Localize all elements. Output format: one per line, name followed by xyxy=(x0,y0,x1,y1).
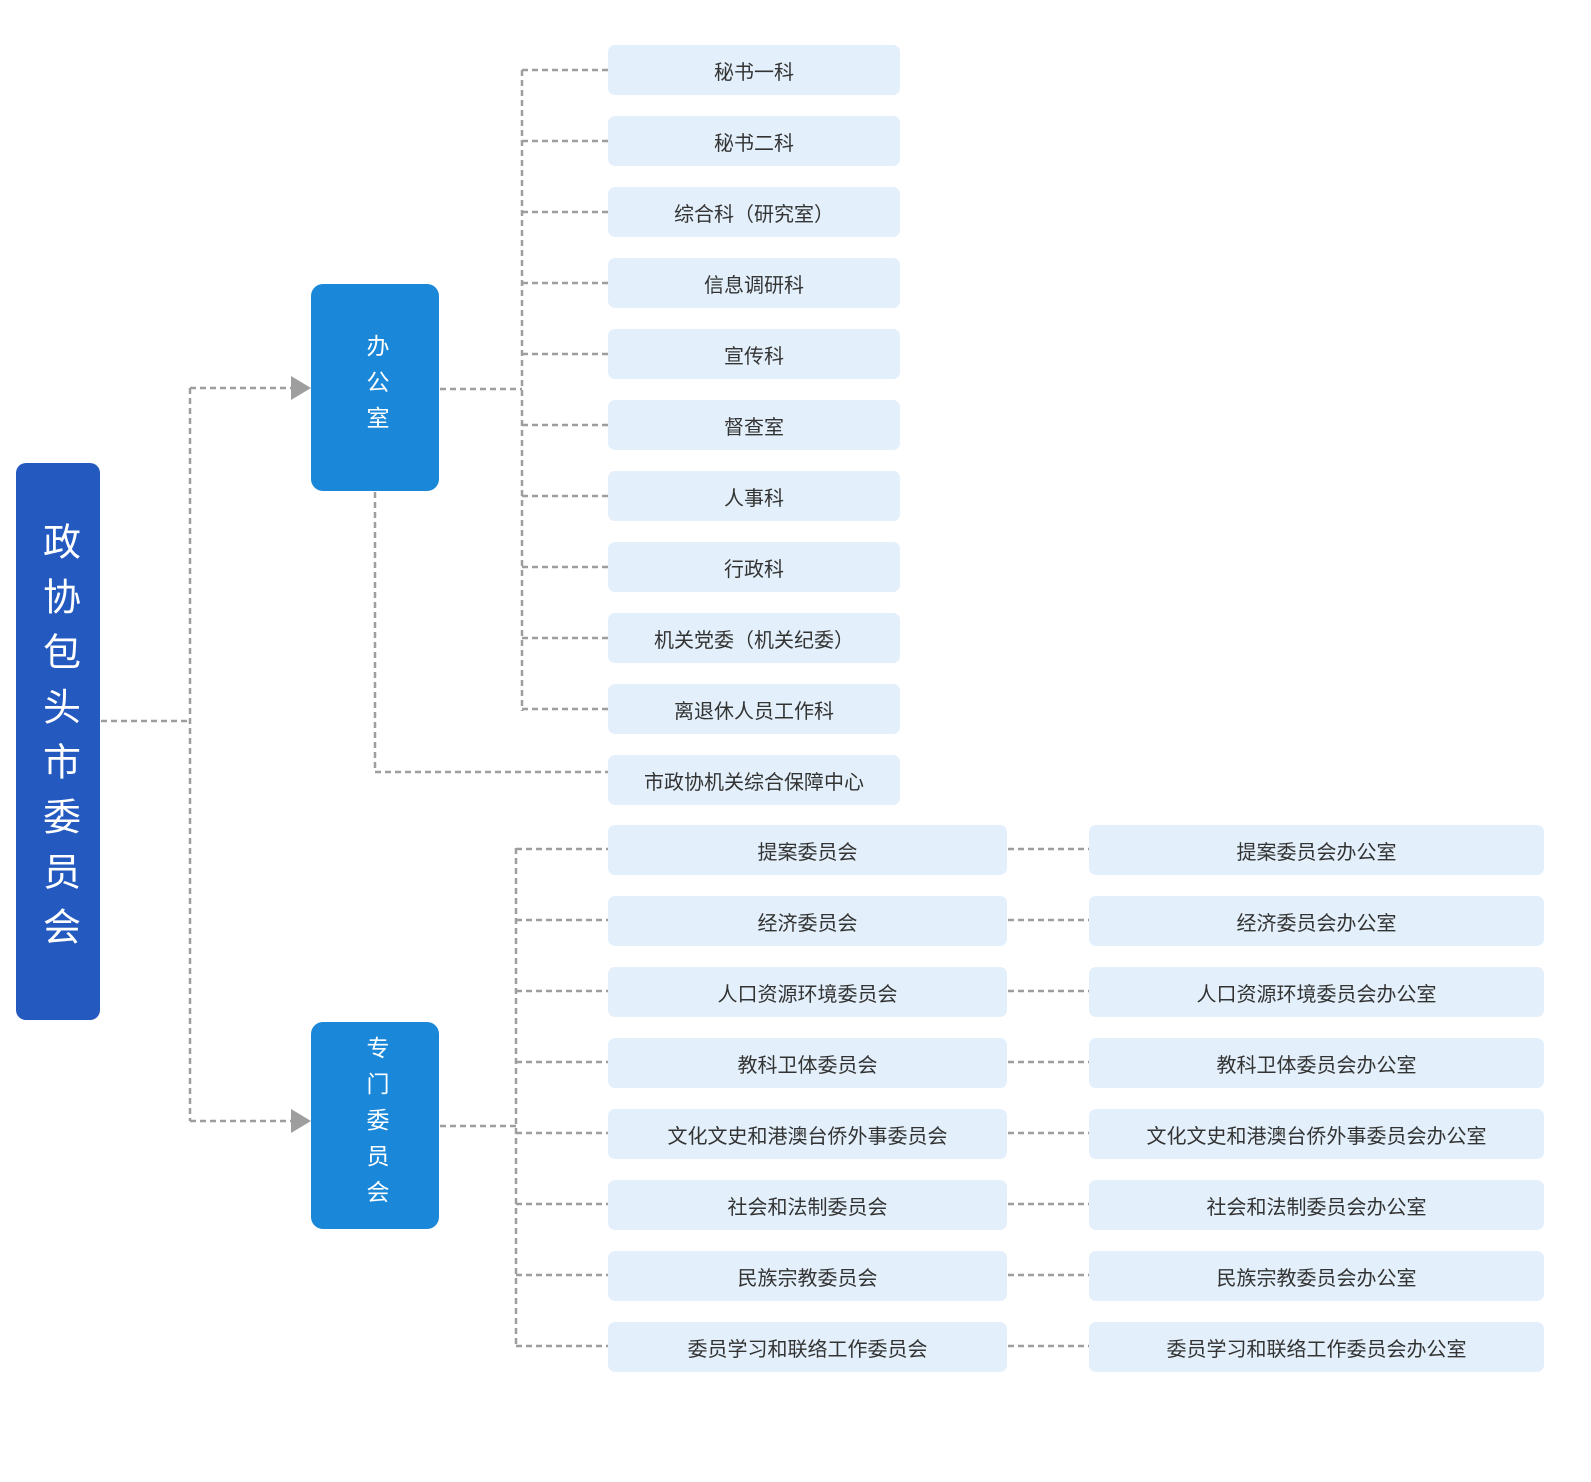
office-section-node[interactable]: 综合科（研究室） xyxy=(608,187,900,237)
committee-node[interactable]: 提案委员会 xyxy=(608,825,1007,875)
committee-node[interactable]: 委员学习和联络工作委员会 xyxy=(608,1322,1007,1372)
office-section-node[interactable]: 人事科 xyxy=(608,471,900,521)
committee-node[interactable]: 人口资源环境委员会 xyxy=(608,967,1007,1017)
office-section-node[interactable]: 督查室 xyxy=(608,400,900,450)
office-section-node[interactable]: 离退休人员工作科 xyxy=(608,684,900,734)
branch-node-committees[interactable]: 专门委员会 xyxy=(311,1022,439,1229)
committee-office-node[interactable]: 委员学习和联络工作委员会办公室 xyxy=(1089,1322,1544,1372)
office-section-node[interactable]: 宣传科 xyxy=(608,329,900,379)
committee-node[interactable]: 文化文史和港澳台侨外事委员会 xyxy=(608,1109,1007,1159)
committee-office-node[interactable]: 社会和法制委员会办公室 xyxy=(1089,1180,1544,1230)
branch-node-office[interactable]: 办公室 xyxy=(311,284,439,491)
arrow-right-icon xyxy=(291,376,311,400)
committee-node[interactable]: 教科卫体委员会 xyxy=(608,1038,1007,1088)
office-section-node[interactable]: 行政科 xyxy=(608,542,900,592)
office-section-node[interactable]: 信息调研科 xyxy=(608,258,900,308)
office-section-node[interactable]: 秘书二科 xyxy=(608,116,900,166)
committee-office-node[interactable]: 经济委员会办公室 xyxy=(1089,896,1544,946)
committee-node[interactable]: 民族宗教委员会 xyxy=(608,1251,1007,1301)
office-section-node[interactable]: 机关党委（机关纪委） xyxy=(608,613,900,663)
arrow-right-icon xyxy=(291,1109,311,1133)
affiliate-center-node[interactable]: 市政协机关综合保障中心 xyxy=(608,755,900,805)
office-section-node[interactable]: 秘书一科 xyxy=(608,45,900,95)
committee-node[interactable]: 社会和法制委员会 xyxy=(608,1180,1007,1230)
committee-office-node[interactable]: 提案委员会办公室 xyxy=(1089,825,1544,875)
root-node[interactable]: 政协包头市委员会 xyxy=(16,463,100,1020)
committee-office-node[interactable]: 教科卫体委员会办公室 xyxy=(1089,1038,1544,1088)
committee-office-node[interactable]: 民族宗教委员会办公室 xyxy=(1089,1251,1544,1301)
committee-office-node[interactable]: 文化文史和港澳台侨外事委员会办公室 xyxy=(1089,1109,1544,1159)
committee-node[interactable]: 经济委员会 xyxy=(608,896,1007,946)
committee-office-node[interactable]: 人口资源环境委员会办公室 xyxy=(1089,967,1544,1017)
